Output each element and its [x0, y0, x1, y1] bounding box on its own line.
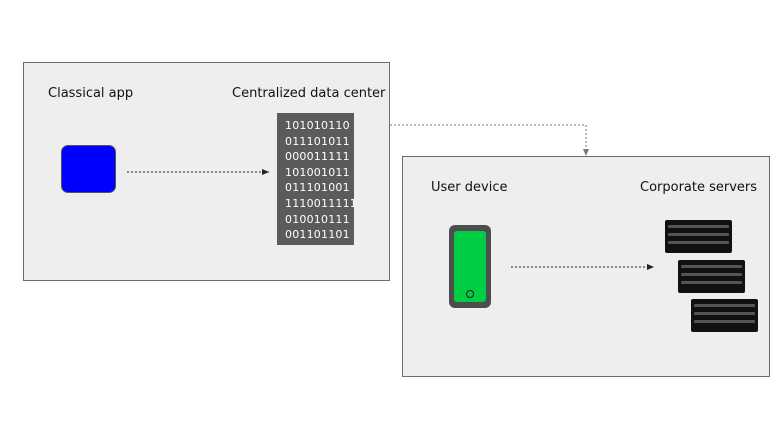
datacenter-label: Centralized data center [232, 86, 386, 101]
panel-connector-arrow [390, 124, 589, 156]
binary-line: 101010110 [285, 119, 350, 132]
server-rack-icon [678, 260, 745, 293]
smartphone-icon [449, 225, 491, 308]
classical-app-label: Classical app [48, 86, 134, 101]
binary-line: 001101101 [285, 228, 350, 242]
binary-data-block: 101010110 011101011 000011111 101001011 … [277, 113, 357, 245]
binary-line: 1110011111 [285, 196, 357, 210]
binary-line: 011101011 [285, 134, 350, 148]
binary-line: 000011111 [285, 150, 350, 164]
app-square-icon [61, 145, 116, 193]
binary-line: 011101001 [285, 181, 350, 195]
user-device-label: User device [431, 180, 508, 195]
binary-line: 101001011 [285, 165, 350, 179]
corporate-servers-label: Corporate servers [640, 180, 758, 195]
server-rack-icon [665, 220, 732, 253]
phone-home-button [466, 290, 474, 298]
binary-line: 010010111 [285, 212, 350, 226]
server-rack-icon [691, 299, 758, 332]
